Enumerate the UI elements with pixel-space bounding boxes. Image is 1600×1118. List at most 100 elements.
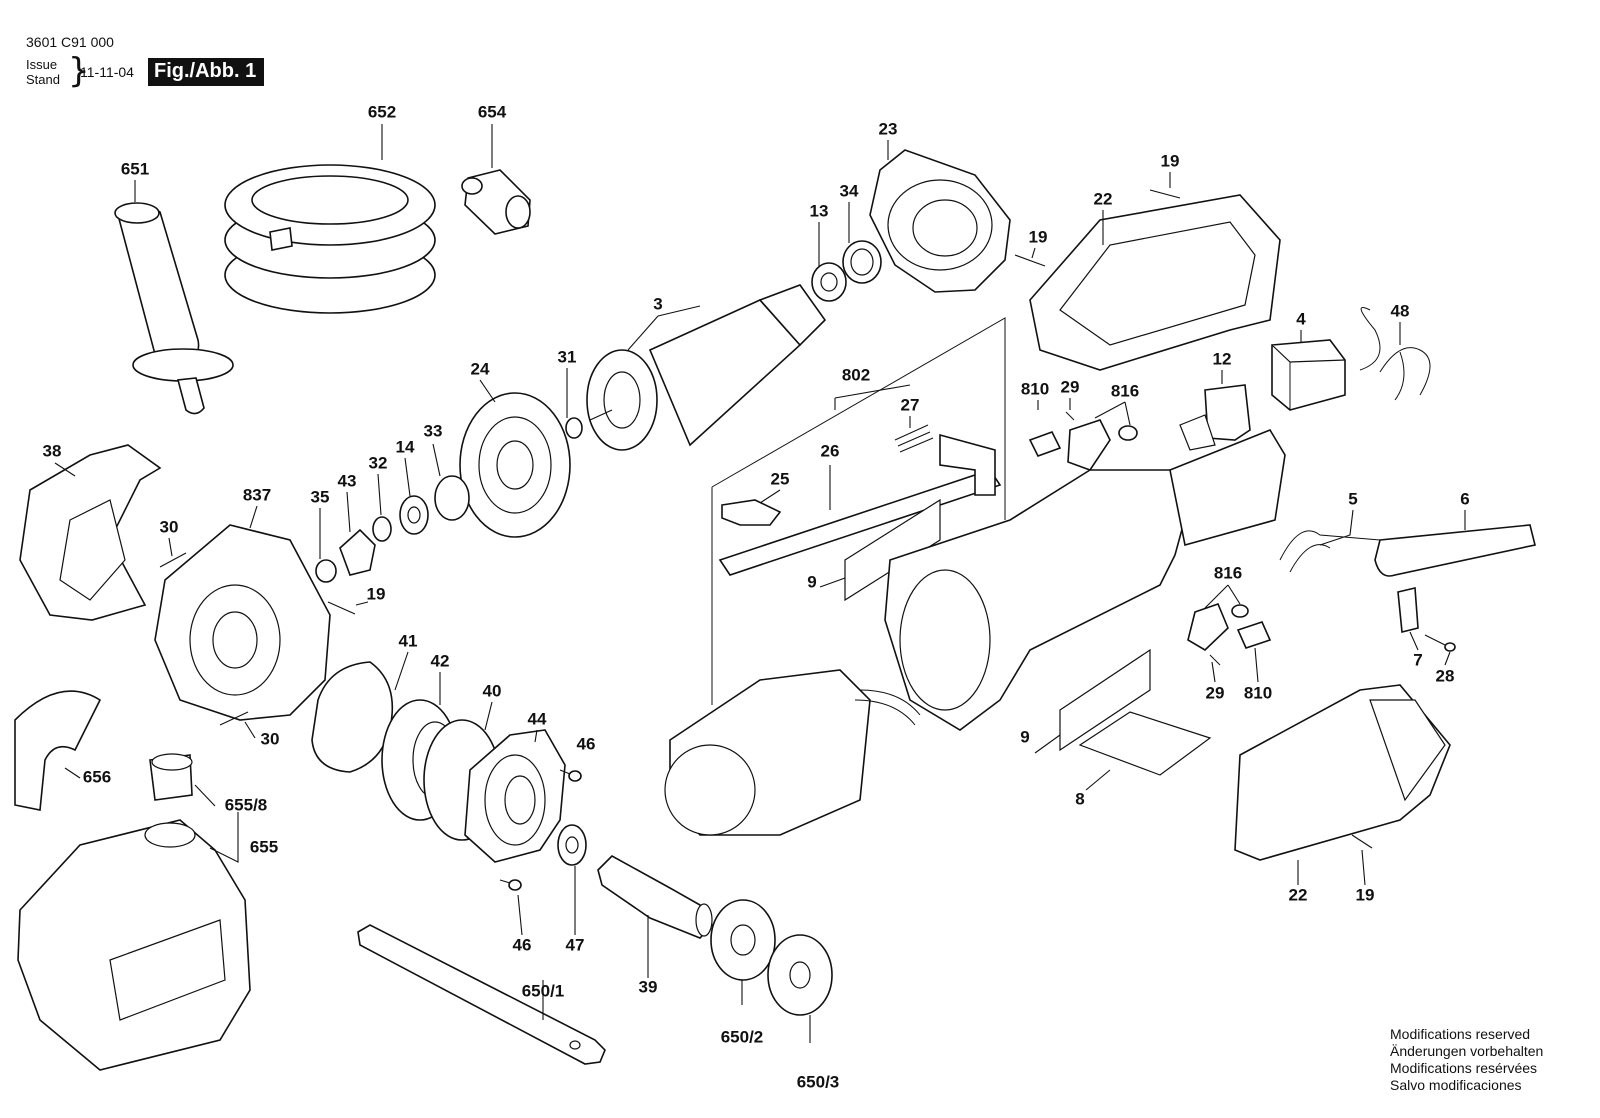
callout-24: 24 — [471, 359, 490, 378]
callout-30-upper: 30 — [160, 517, 179, 536]
part-screw-46-lower — [499, 879, 522, 891]
callout-29-upper: 29 — [1061, 377, 1080, 396]
part-clamp-nut-650-3 — [767, 934, 833, 1016]
callout-26: 26 — [821, 441, 840, 460]
callout-31: 31 — [558, 347, 577, 366]
callout-27: 27 — [901, 395, 920, 414]
callout-651: 651 — [121, 159, 149, 178]
callout-9-upper: 9 — [807, 572, 816, 591]
callout-816-lower: 816 — [1214, 563, 1242, 582]
part-screw-19-mid — [327, 601, 356, 615]
callout-34: 34 — [840, 181, 859, 200]
part-screw-28 — [1424, 634, 1456, 652]
part-hose-adapter — [461, 169, 531, 235]
callout-41: 41 — [399, 631, 418, 650]
callout-19-housing: 19 — [1029, 227, 1048, 246]
part-side-handle — [114, 202, 234, 415]
callout-8: 8 — [1075, 789, 1084, 808]
part-switch-carrier — [1179, 384, 1251, 451]
modification-notes: Modifications reserved Änderungen vorbeh… — [1390, 1026, 1543, 1094]
part-screw-30-lower — [219, 711, 249, 726]
callout-22-top: 22 — [1094, 189, 1113, 208]
note-spanish: Salvo modificaciones — [1390, 1077, 1522, 1093]
callout-9-lower: 9 — [1020, 727, 1029, 746]
part-screw-46-upper — [559, 769, 582, 782]
callout-13: 13 — [810, 201, 829, 220]
part-guard-38 — [19, 444, 162, 621]
part-screw-19-top-a — [1149, 189, 1181, 199]
part-switch — [1271, 339, 1346, 411]
callout-14: 14 — [396, 437, 415, 456]
part-brush-group-lower — [1187, 602, 1272, 666]
callout-650-2: 650/2 — [721, 1027, 764, 1046]
part-screw-30-upper — [159, 552, 187, 568]
callout-48: 48 — [1391, 301, 1410, 320]
figure-title-badge: Fig./Abb. 1 — [148, 58, 265, 86]
callout-19-bottom: 19 — [1356, 885, 1375, 904]
part-power-cable — [1279, 524, 1536, 577]
callout-40: 40 — [483, 681, 502, 700]
part-hose-elbow — [14, 690, 102, 811]
part-label-plates — [1059, 648, 1212, 776]
callout-12: 12 — [1213, 349, 1232, 368]
callout-837: 837 — [243, 485, 271, 504]
part-armature — [586, 284, 827, 451]
callout-30-lower: 30 — [261, 729, 280, 748]
callout-650-1: 650/1 — [522, 981, 565, 1000]
part-bearing-13 — [811, 262, 847, 302]
callout-39: 39 — [639, 977, 658, 996]
part-bearing-flange-44 — [464, 729, 566, 863]
callout-655: 655 — [250, 837, 278, 856]
callout-654: 654 — [478, 102, 507, 121]
callout-816-upper: 816 — [1111, 381, 1139, 400]
part-housing-bottom — [1234, 684, 1451, 861]
brace-glyph: } — [68, 51, 90, 91]
part-ring-34 — [842, 240, 882, 284]
callout-19-top: 19 — [1161, 151, 1180, 170]
part-hose-clip — [149, 753, 193, 801]
part-screw-19-lower — [1351, 834, 1373, 849]
callout-810-lower: 810 — [1244, 683, 1272, 702]
part-fan-baffle — [869, 149, 1011, 293]
part-flange-650-2 — [710, 899, 776, 981]
part-extraction-hood — [17, 819, 251, 1071]
note-german: Änderungen vorbehalten — [1390, 1043, 1544, 1059]
callout-28: 28 — [1436, 666, 1455, 685]
callout-32: 32 — [369, 453, 388, 472]
part-screw-19-top-b — [1014, 254, 1046, 267]
callout-652: 652 — [368, 102, 396, 121]
part-washer-47 — [557, 824, 587, 866]
callout-22-bottom: 22 — [1289, 885, 1308, 904]
part-bearing-14 — [399, 495, 429, 535]
part-nut-35 — [315, 559, 337, 583]
callout-33: 33 — [424, 421, 443, 440]
callout-5: 5 — [1348, 489, 1357, 508]
callout-46-lower: 46 — [513, 935, 532, 954]
part-hose-coil — [224, 164, 436, 314]
callout-23: 23 — [879, 119, 898, 138]
callout-3: 3 — [653, 294, 662, 313]
callout-35: 35 — [311, 487, 330, 506]
issue-date: 11-11-04 — [80, 64, 134, 80]
callout-44: 44 — [528, 709, 547, 728]
callout-38: 38 — [43, 441, 62, 460]
part-ring-31 — [565, 417, 583, 439]
part-cable-clamp — [1397, 587, 1419, 634]
callout-46-upper: 46 — [577, 734, 596, 753]
callout-4: 4 — [1296, 309, 1306, 328]
leader-lines — [54, 124, 1466, 1043]
callout-29-lower: 29 — [1206, 683, 1225, 702]
part-slide-switch-group — [711, 317, 1006, 705]
part-ring-33 — [434, 475, 470, 521]
issue-label: Issue — [26, 57, 58, 72]
callout-19-mid: 19 — [367, 584, 386, 603]
part-pinion — [339, 528, 376, 576]
stand-label: Stand — [26, 72, 60, 87]
callout-656: 656 — [83, 767, 111, 786]
part-housing-top — [1029, 194, 1281, 371]
part-brush-group-upper — [1028, 411, 1138, 471]
note-french: Modifications resérvées — [1390, 1060, 1538, 1076]
callout-655-8: 655/8 — [225, 795, 268, 814]
part-gasket — [311, 661, 394, 773]
part-spindle — [597, 855, 713, 939]
